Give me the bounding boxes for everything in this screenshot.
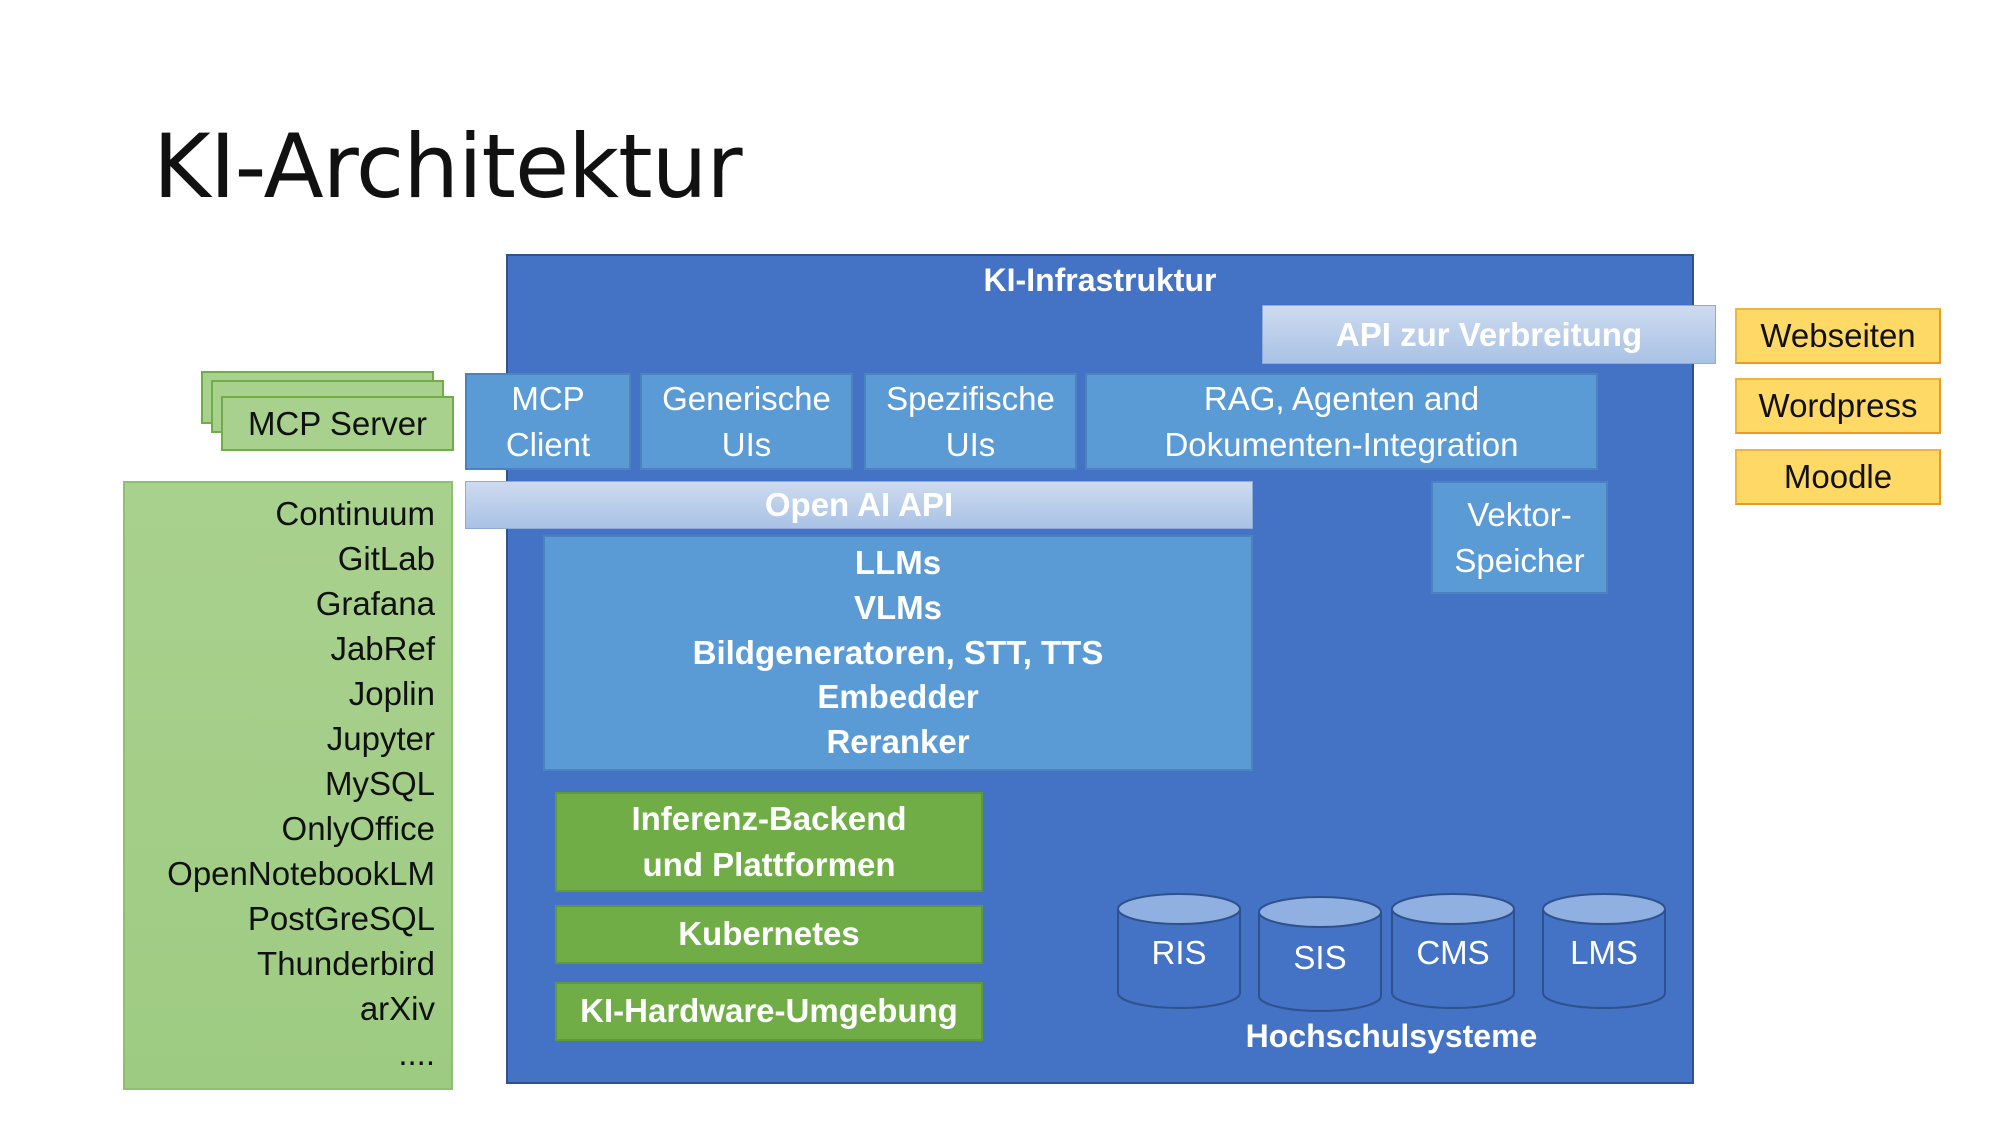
slide-title: KI-Architektur [153, 115, 743, 218]
tool-more: .... [398, 1035, 435, 1072]
sis-cylinder-icon [1258, 896, 1382, 1012]
tool-joplin: Joplin [348, 675, 435, 712]
tool-gitlab: GitLab [337, 540, 435, 577]
inference-backend-box: Inferenz-Backend und Plattformen [555, 792, 983, 892]
tool-grafana: Grafana [315, 585, 435, 622]
tool-arxiv: arXiv [359, 990, 435, 1027]
mcp-client-line2: Client [505, 425, 591, 463]
model-reranker: Reranker [826, 723, 970, 761]
model-vlms: VLMs [853, 588, 942, 626]
vector-store-line1: Vektor- [1467, 495, 1572, 533]
rag-agents-line2: Dokumenten-Integration [1164, 425, 1519, 463]
tool-postgresql: PostGreSQL [247, 900, 435, 937]
ris-label: RIS [1151, 934, 1207, 971]
api-distribution-bar: API zur Verbreitung [1262, 305, 1716, 364]
tool-continuum: Continuum [275, 495, 435, 532]
models-box: LLMs VLMs Bildgeneratoren, STT, TTS Embe… [543, 535, 1253, 771]
mcp-tools-list: Continuum GitLab Grafana JabRef Joplin J… [123, 481, 453, 1090]
specific-uis-box: Spezifische UIs [864, 373, 1077, 470]
specific-uis-line1: Spezifische [886, 379, 1055, 417]
target-moodle: Moodle [1735, 449, 1941, 505]
tool-opennotebooklm: OpenNotebookLM [167, 855, 435, 892]
model-generators: Bildgeneratoren, STT, TTS [692, 633, 1104, 671]
sis-label: SIS [1293, 939, 1347, 976]
openai-api-bar: Open AI API [465, 481, 1253, 529]
lms-label: LMS [1570, 934, 1638, 971]
target-wordpress: Wordpress [1735, 378, 1941, 434]
mcp-client-line1: MCP [511, 379, 585, 417]
ki-infrastructure-title: KI-Infrastruktur [983, 262, 1217, 298]
hardware-box: KI-Hardware-Umgebung [555, 982, 983, 1041]
tool-jupyter: Jupyter [326, 720, 435, 757]
rag-agents-box: RAG, Agenten and Dokumenten-Integration [1085, 373, 1598, 470]
mcp-client-box: MCP Client [465, 373, 631, 470]
tool-mysql: MySQL [324, 765, 435, 802]
tool-thunderbird: Thunderbird [257, 945, 435, 982]
specific-uis-line2: UIs [945, 425, 996, 463]
mcp-server-card: MCP Server [221, 396, 454, 451]
tool-onlyoffice: OnlyOffice [281, 810, 435, 847]
cms-cylinder-icon [1391, 893, 1515, 1009]
cms-label: CMS [1416, 934, 1490, 971]
model-llms: LLMs [854, 543, 942, 581]
kubernetes-box: Kubernetes [555, 905, 983, 964]
university-systems-label: Hochschulsysteme [1245, 1018, 1538, 1054]
generic-uis-line1: Generische [662, 379, 831, 417]
generic-uis-box: Generische UIs [640, 373, 853, 470]
inference-backend-line1: Inferenz-Backend [631, 799, 907, 837]
rag-agents-line1: RAG, Agenten and [1203, 379, 1480, 417]
vector-store-box: Vektor- Speicher [1431, 481, 1608, 594]
vector-store-line2: Speicher [1454, 541, 1585, 579]
tool-jabref: JabRef [330, 630, 435, 667]
lms-cylinder-icon [1542, 893, 1666, 1009]
model-embedder: Embedder [817, 678, 979, 716]
inference-backend-line2: und Plattformen [642, 846, 896, 883]
ris-cylinder-icon [1117, 893, 1241, 1009]
generic-uis-line2: UIs [721, 425, 772, 463]
target-webseiten: Webseiten [1735, 308, 1941, 364]
